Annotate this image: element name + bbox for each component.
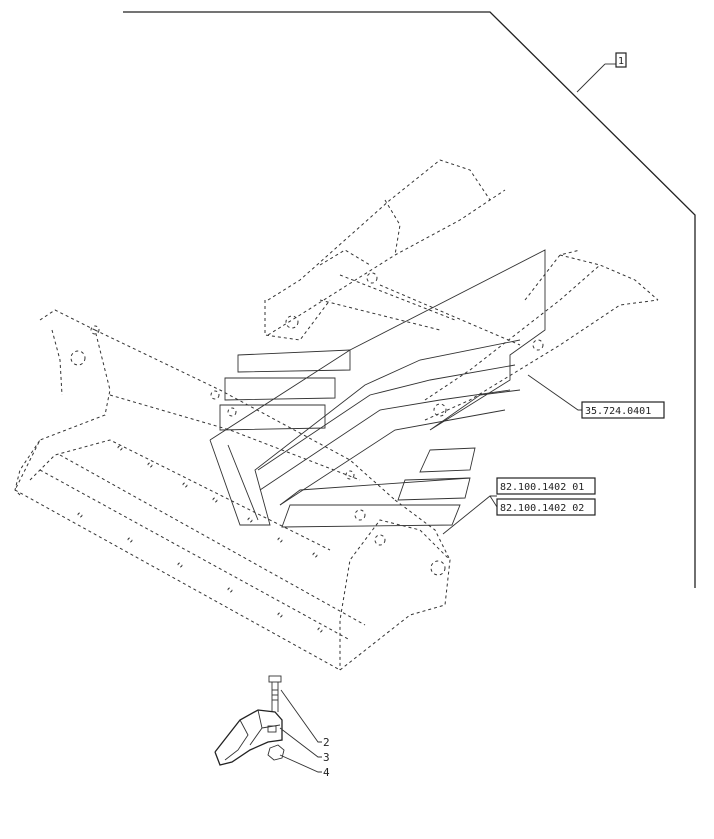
callout-assembly-label: 1 [618,56,624,67]
callout-tooth-b-label: 82.100.1402 02 [500,503,584,514]
callout-bucket-label: 35.724.0401 [585,406,651,417]
part-number-4: 4 [323,766,330,779]
leader-lines [442,374,582,535]
part-number-3: 3 [323,751,330,764]
bolt-icon [268,675,282,712]
arrow-decal [209,249,546,528]
callout-assembly[interactable]: 1 [615,52,627,68]
loader-arms [264,159,659,421]
callout-tooth-a[interactable]: 82.100.1402 01 [496,477,596,495]
callout-tooth-b[interactable]: 82.100.1402 02 [496,498,596,516]
callout-bucket[interactable]: 35.724.0401 [581,401,665,419]
bucket [14,309,451,671]
tooth-icon [214,709,283,766]
part-number-2: 2 [323,736,330,749]
nut-icon [267,744,285,761]
tooth-detail [214,675,322,773]
callout-tooth-a-label: 82.100.1402 01 [500,482,584,493]
assembly-bracket [123,11,696,588]
